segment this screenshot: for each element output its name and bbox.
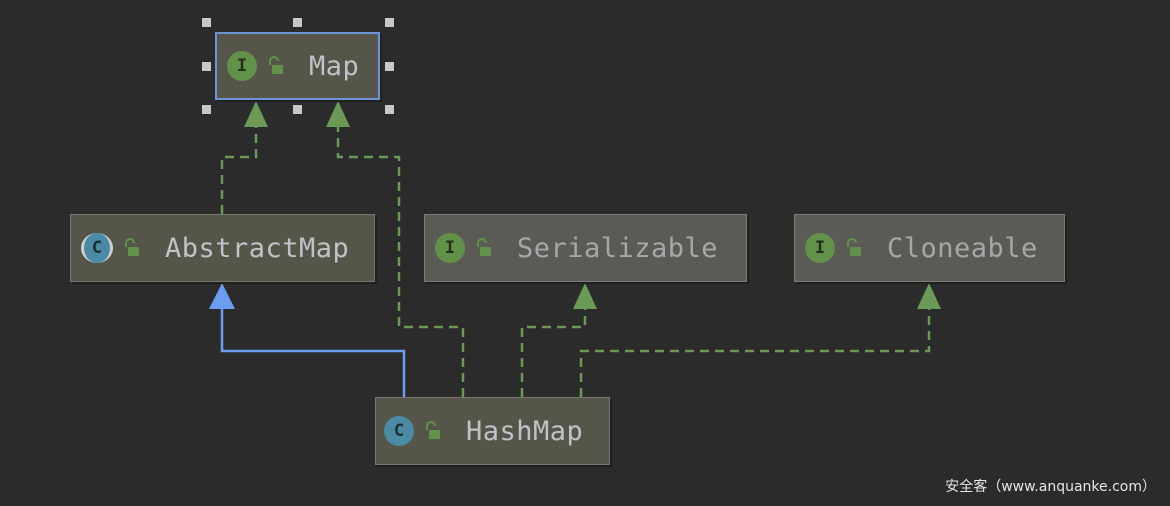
resize-handle-bottom-left[interactable] <box>202 105 211 114</box>
unlocked-padlock-icon <box>269 56 283 74</box>
resize-handle-bottom[interactable] <box>293 105 302 114</box>
edge-abstractmap-implements-map <box>220 126 258 214</box>
resize-handle-top-right[interactable] <box>385 18 394 27</box>
arrowhead-cloneable <box>917 283 941 309</box>
node-serializable[interactable]: I Serializable <box>424 214 747 282</box>
arrowhead-map-right <box>326 101 350 127</box>
node-label-map: Map <box>309 50 360 82</box>
resize-handle-top-left[interactable] <box>202 18 211 27</box>
node-map[interactable]: I Map <box>215 32 380 100</box>
watermark: 安全客（www.anquanke.com） <box>945 479 1156 495</box>
node-hashmap[interactable]: C HashMap <box>375 397 610 465</box>
unlocked-padlock-icon <box>426 421 440 439</box>
unlocked-padlock-icon <box>477 238 491 256</box>
resize-handle-left[interactable] <box>202 62 211 71</box>
edge-hashmap-extends-abstractmap <box>220 308 406 397</box>
edge-hashmap-implements-serializable <box>520 308 587 397</box>
node-label-cloneable: Cloneable <box>887 232 1038 264</box>
node-cloneable[interactable]: I Cloneable <box>794 214 1065 282</box>
arrowhead-serializable <box>573 283 597 309</box>
node-label-abstractmap: AbstractMap <box>165 232 350 264</box>
edge-hashmap-implements-cloneable <box>579 308 931 397</box>
resize-handle-right[interactable] <box>385 62 394 71</box>
abstract-class-badge-icon: C <box>81 233 113 263</box>
interface-badge-icon: I <box>227 51 257 81</box>
node-label-serializable: Serializable <box>517 232 719 264</box>
node-abstractmap[interactable]: C AbstractMap <box>70 214 375 282</box>
edge-hashmap-implements-map <box>336 126 465 397</box>
resize-handle-top[interactable] <box>293 18 302 27</box>
node-label-hashmap: HashMap <box>466 415 584 447</box>
arrowhead-map-left <box>244 101 268 127</box>
unlocked-padlock-icon <box>847 238 861 256</box>
interface-badge-icon: I <box>435 233 465 263</box>
interface-badge-icon: I <box>805 233 835 263</box>
unlocked-padlock-icon <box>125 238 139 256</box>
arrowhead-abstractmap <box>209 283 235 309</box>
class-badge-icon: C <box>384 416 414 446</box>
resize-handle-bottom-right[interactable] <box>385 105 394 114</box>
